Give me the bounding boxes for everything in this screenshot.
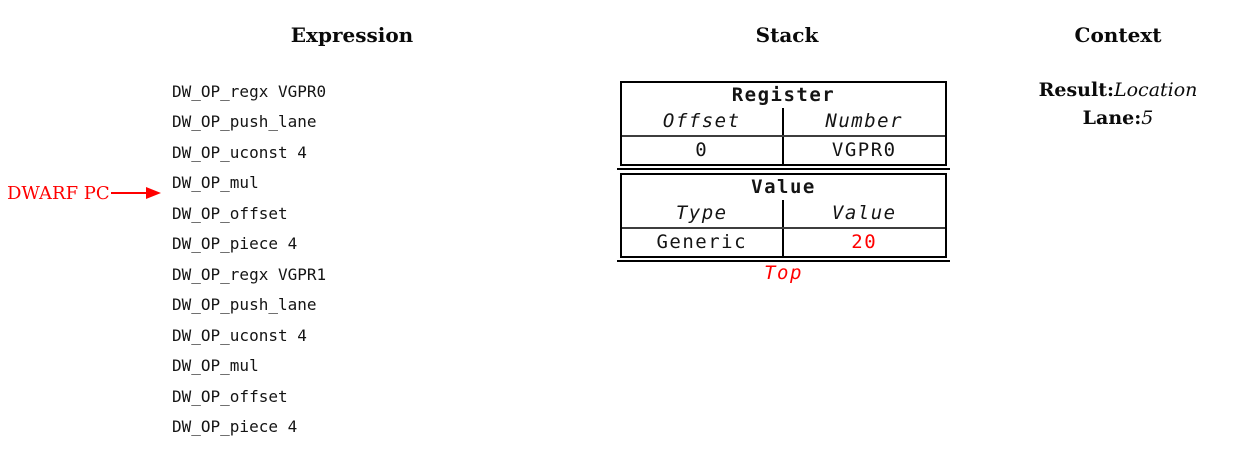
context-lane-line: Lane:5: [1083, 107, 1154, 129]
register-offset-column-header: Offset: [622, 108, 784, 135]
expression-item: DW_OP_piece 4: [172, 417, 298, 437]
register-offset-value: 0: [622, 137, 784, 164]
stack-entry-divider: [617, 168, 950, 170]
expression-list: DW_OP_regx VGPR0 DW_OP_push_lane DW_OP_u…: [172, 76, 326, 442]
context-lane-value: 5: [1141, 107, 1154, 129]
expression-column-header: Expression: [290, 23, 414, 47]
right-arrow-icon: [110, 192, 146, 194]
expression-item: DW_OP_push_lane: [172, 112, 317, 132]
table-separator: [622, 227, 945, 229]
context-result-line: Result:Location: [1039, 79, 1198, 101]
expression-item: DW_OP_mul: [172, 356, 259, 376]
value-type-value: Generic: [622, 229, 784, 256]
stack-entry-value: Value Type Value Generic 20: [620, 173, 947, 258]
expression-item: DW_OP_mul: [172, 173, 259, 193]
value-value-column-header: Value: [831, 202, 897, 224]
context-result-label: Result:: [1038, 79, 1114, 101]
value-value-value: 20: [851, 231, 878, 253]
stack-column-header: Stack: [755, 23, 819, 47]
stack-top-marker: Top: [764, 262, 803, 284]
expression-item: DW_OP_uconst 4: [172, 325, 307, 345]
context-column-header: Context: [1074, 23, 1162, 47]
expression-item: DW_OP_offset: [172, 386, 288, 406]
expression-item: DW_OP_offset: [172, 203, 288, 223]
value-table-title: Value: [751, 176, 816, 198]
stack-entry-register: Register Offset Number 0 VGPR0: [620, 81, 947, 166]
right-arrow-head-icon: [145, 187, 161, 199]
expression-item: DW_OP_uconst 4: [172, 142, 307, 162]
expression-item: DW_OP_piece 4: [172, 234, 298, 254]
expression-item: DW_OP_push_lane: [172, 295, 317, 315]
expression-item: DW_OP_regx VGPR1: [172, 264, 327, 284]
dwarf-pc-label: DWARF PC: [7, 182, 110, 204]
expression-item: DW_OP_regx VGPR0: [172, 81, 327, 101]
dwarf-pc-pointer: DWARF PC: [7, 181, 161, 205]
register-number-value: VGPR0: [831, 139, 897, 161]
register-table-title: Register: [731, 84, 836, 106]
register-number-column-header: Number: [825, 110, 904, 132]
stack-entry-divider: [617, 260, 950, 262]
value-type-column-header: Type: [622, 200, 784, 227]
table-separator: [622, 135, 945, 137]
context-lane-label: Lane:: [1082, 107, 1142, 129]
context-result-value: Location: [1113, 79, 1198, 101]
